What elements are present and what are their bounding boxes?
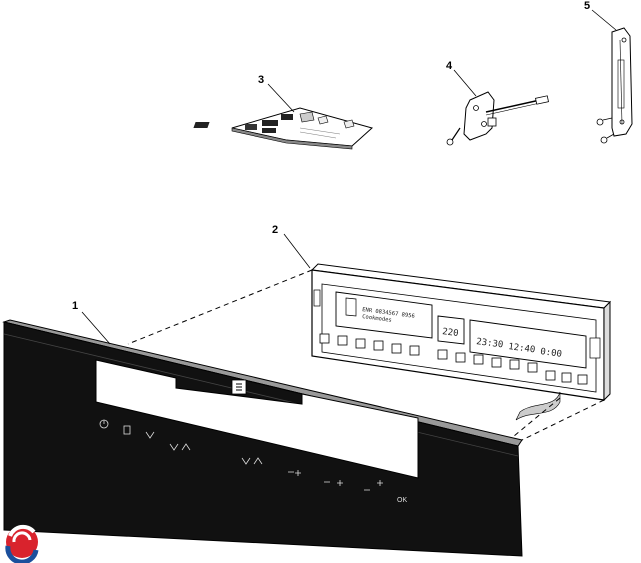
part-4-bracket-shaft xyxy=(446,91,549,146)
part-2-control-module: ENR 0834567 8956 Cookmodes 220 23:30 12:… xyxy=(310,263,612,421)
watermark-logo-icon xyxy=(5,524,39,563)
module-display-temp: 220 xyxy=(442,327,459,339)
module-display-clock3: 0:00 xyxy=(540,347,563,360)
module-display-clock2: 12:40 xyxy=(508,342,536,355)
callout-2: 2 xyxy=(272,224,278,236)
module-button-row xyxy=(319,333,588,385)
part-5-vertical-bracket xyxy=(596,27,633,144)
projection-lines xyxy=(127,269,605,441)
temperature-arrows-icon xyxy=(241,457,263,465)
callout-3: 3 xyxy=(258,74,264,86)
callout-5: 5 xyxy=(584,0,590,12)
fan-icon xyxy=(145,431,155,439)
callout-1: 1 xyxy=(72,300,78,312)
panel-touch-controls xyxy=(99,419,383,491)
callout-4: 4 xyxy=(446,60,453,72)
module-display-clock1: 23:30 xyxy=(476,337,504,350)
callouts: 1 2 3 4 5 xyxy=(72,0,617,345)
ok-button-label: OK xyxy=(397,497,407,504)
function-arrows-icon xyxy=(169,443,191,451)
module-display-line2: Cookmodes xyxy=(362,314,392,324)
part-1-front-panel: OK xyxy=(2,319,523,557)
part-3-circuit-board xyxy=(193,107,374,150)
light-icon xyxy=(123,425,131,435)
cook-time-adjust-icon xyxy=(288,470,301,476)
electrolux-logo-icon xyxy=(231,379,247,395)
end-time-adjust-icon xyxy=(324,480,343,486)
timer-adjust-icon xyxy=(364,480,383,491)
